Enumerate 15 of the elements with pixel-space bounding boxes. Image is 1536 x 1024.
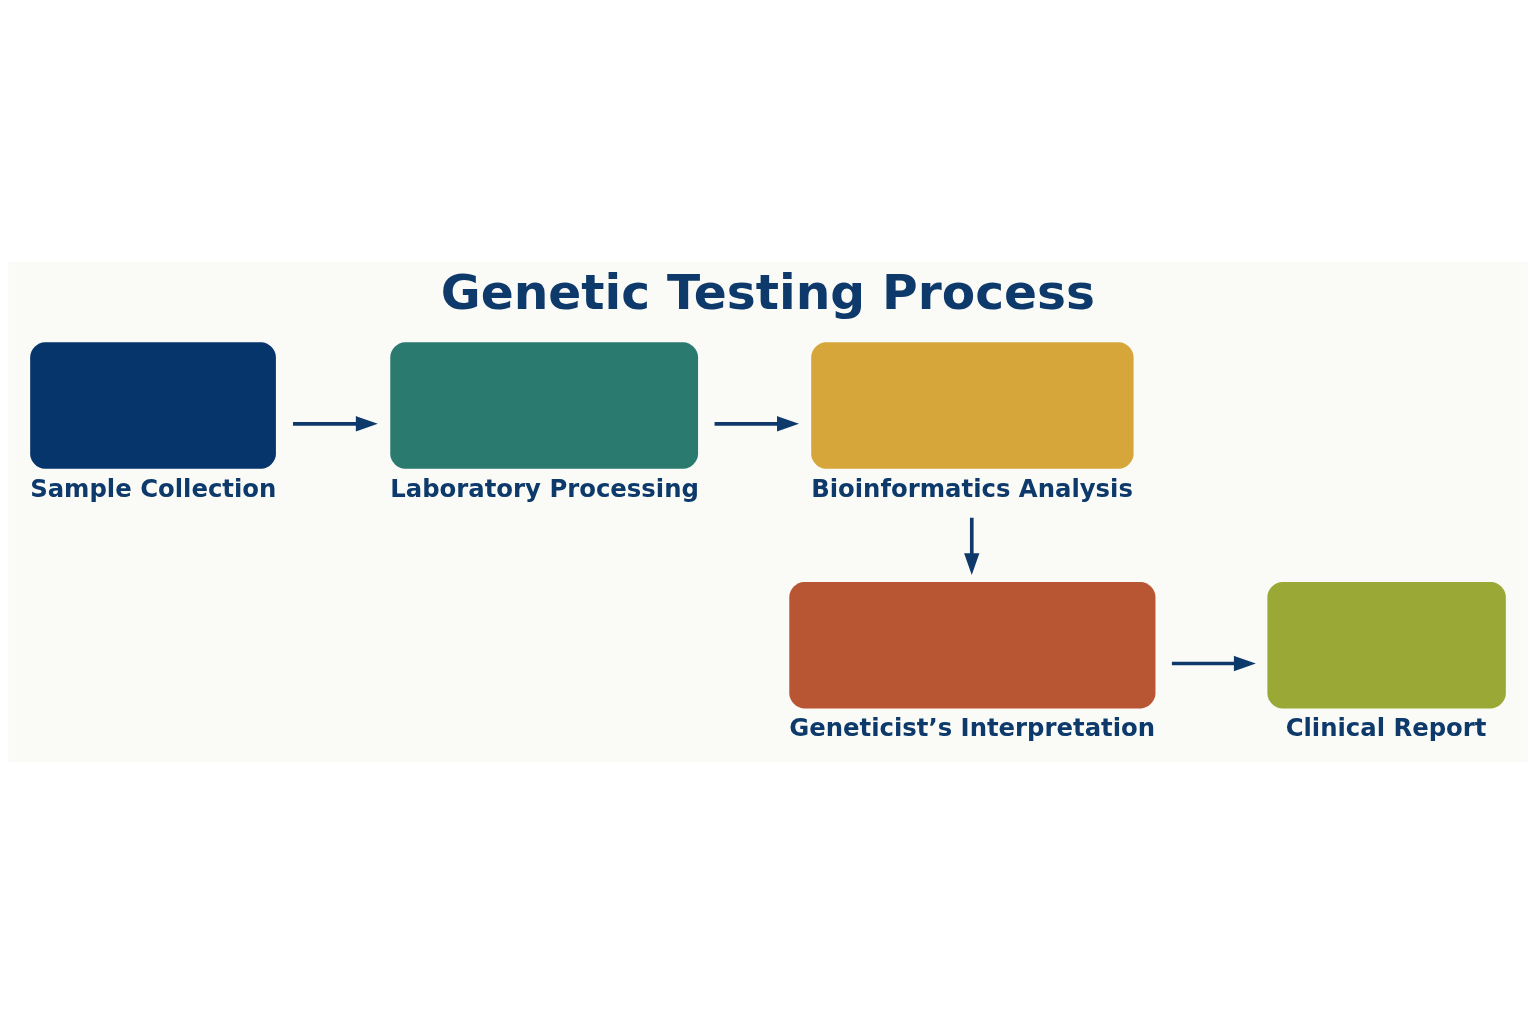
node-label: Bioinformatics Analysis [811, 473, 1133, 503]
arrow [1171, 655, 1256, 672]
node-box [390, 342, 699, 469]
node-label: Geneticist’s Interpretation [789, 713, 1156, 743]
arrow [293, 416, 378, 432]
diagram-title: Genetic Testing Process [440, 264, 1095, 321]
node-box [30, 342, 276, 469]
node-label: Clinical Report [1285, 713, 1487, 743]
node-label: Laboratory Processing [390, 473, 699, 503]
arrow [964, 517, 980, 576]
arrow [714, 416, 799, 432]
node-label: Sample Collection [30, 473, 277, 503]
node-box [1267, 581, 1506, 709]
node-box [811, 342, 1134, 469]
node-box [789, 581, 1156, 709]
